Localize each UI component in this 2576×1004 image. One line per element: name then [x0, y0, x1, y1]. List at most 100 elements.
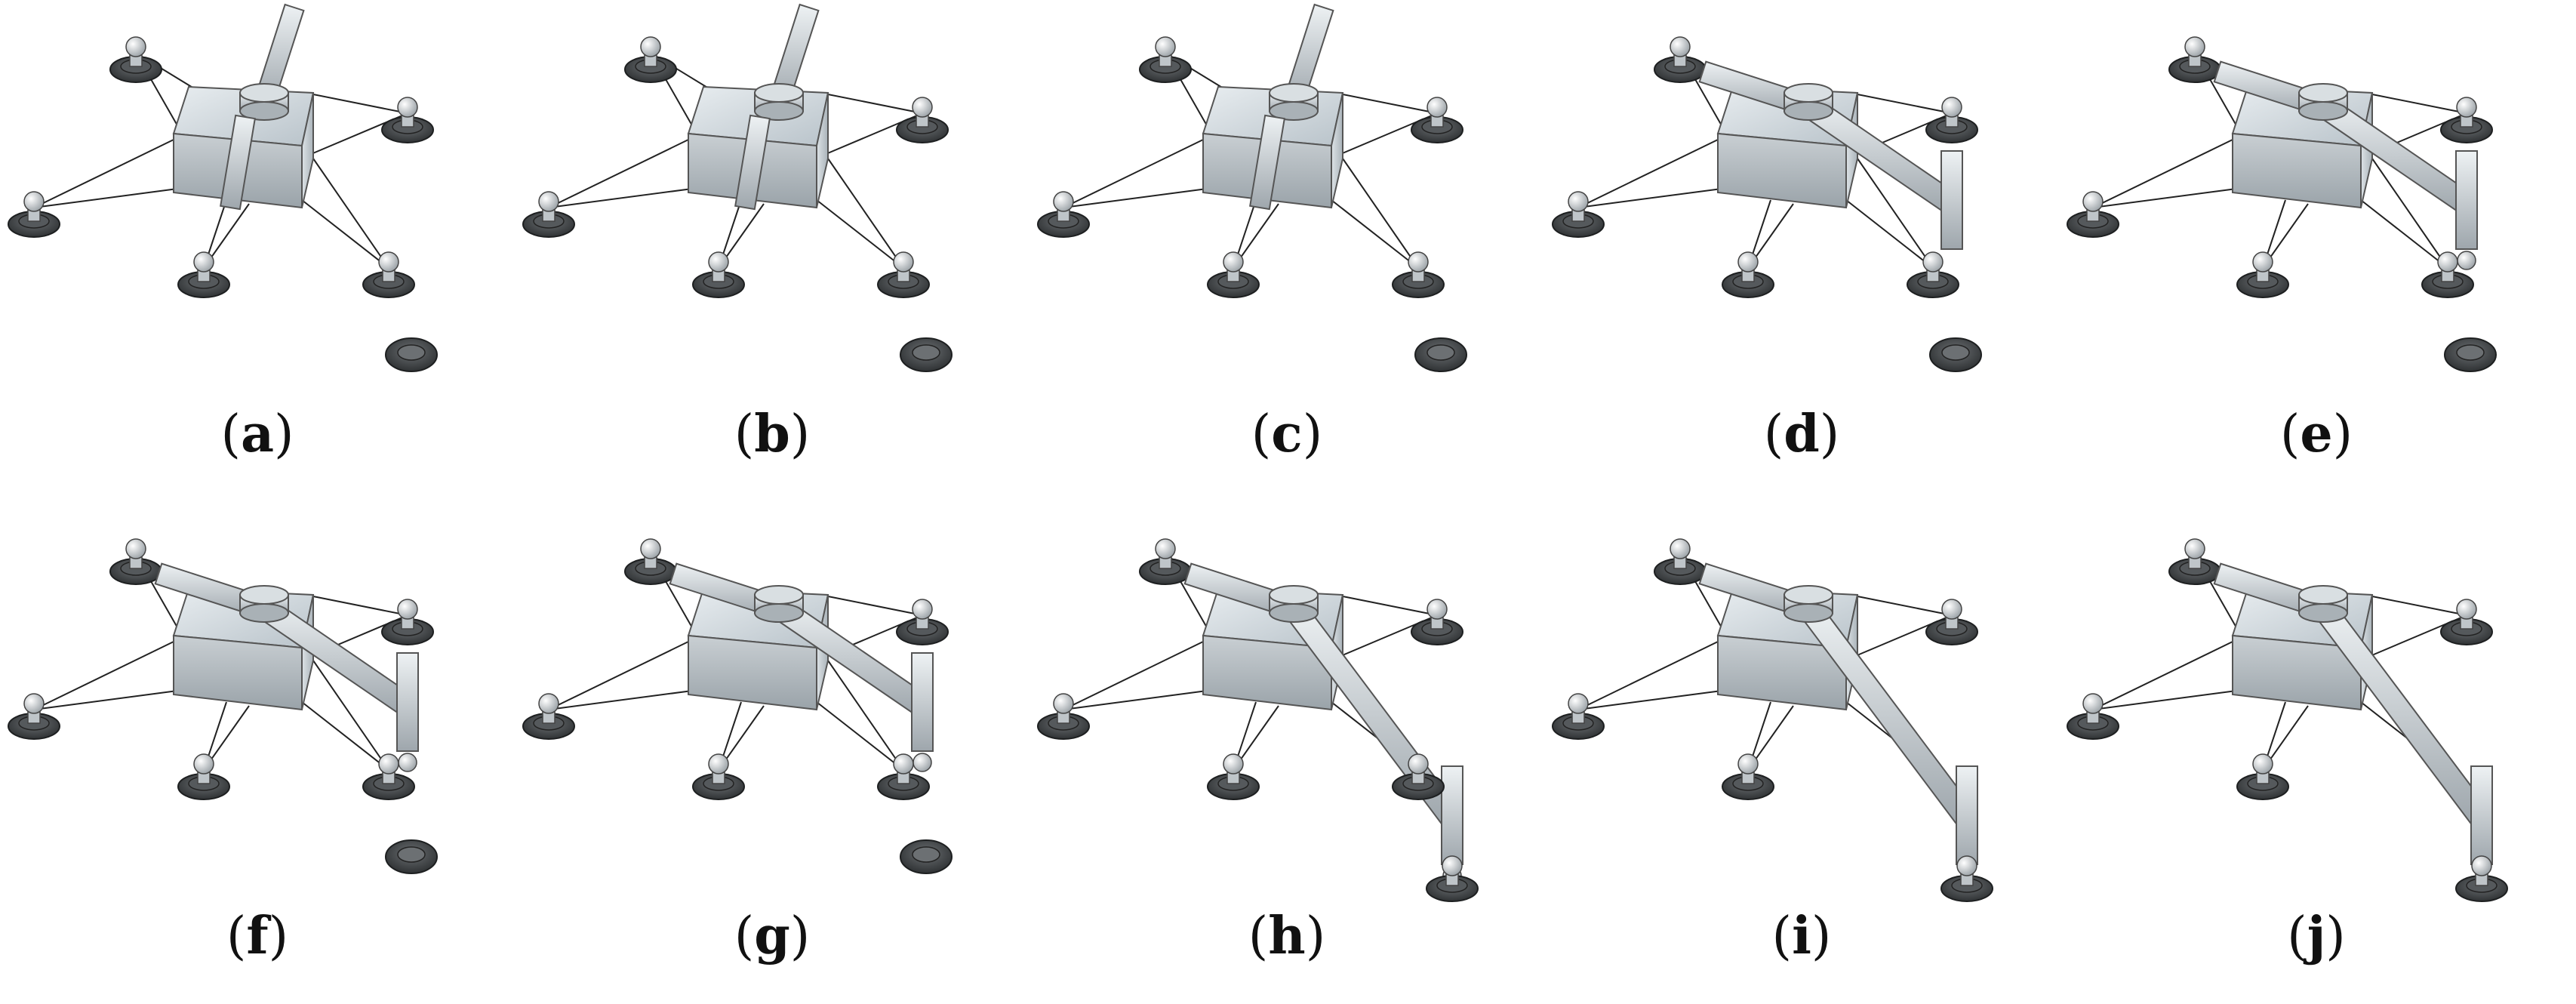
end-effector	[396, 652, 419, 752]
end-effector	[1956, 765, 1978, 865]
foot-front-right	[877, 251, 930, 298]
panel-label: b	[754, 404, 790, 464]
cable	[301, 199, 389, 269]
robot-scene	[2067, 538, 2508, 902]
target-pad	[385, 337, 438, 372]
cable	[1342, 94, 1438, 114]
cable	[1063, 690, 1208, 710]
cable	[33, 139, 174, 208]
end-effector	[2470, 765, 2493, 865]
foot-front-middle	[177, 753, 230, 800]
foot-back-left	[1139, 538, 1192, 585]
foot-front-middle	[1207, 753, 1260, 800]
robot-scene	[2067, 36, 2497, 372]
cable	[312, 596, 408, 616]
foot-front-right	[1907, 251, 1959, 298]
foot-front-right	[1392, 753, 1445, 800]
cable	[1577, 139, 1719, 208]
panel-b: (b)	[515, 0, 1029, 502]
panel-g: (g)	[515, 502, 1029, 1004]
turret	[1269, 83, 1319, 121]
foot-front-right	[362, 251, 415, 298]
cable	[2371, 596, 2467, 616]
foot-back-left	[1139, 36, 1192, 83]
target-pad	[900, 839, 953, 874]
robot-scene	[1037, 538, 1479, 902]
foot-back-left	[109, 36, 162, 83]
foot-front-left	[8, 693, 60, 740]
panel-label: f	[246, 906, 269, 966]
end-effector	[911, 652, 934, 752]
cable	[827, 158, 904, 269]
cable	[827, 596, 923, 616]
panel-e: (e)	[2059, 0, 2574, 502]
panel-caption: (c)	[1251, 404, 1323, 464]
foot-front-left	[1037, 191, 1090, 238]
turret	[2298, 585, 2348, 623]
cable	[1857, 94, 1953, 114]
robot-scene	[522, 3, 953, 372]
foot-back-left	[109, 538, 162, 585]
panel-label: d	[1784, 404, 1820, 464]
foot-front-left	[2067, 693, 2119, 740]
panel-label: j	[2307, 906, 2326, 966]
target-pad	[1929, 337, 1982, 372]
foot-front-left	[522, 191, 575, 238]
robot-scene	[522, 538, 953, 874]
foot-front-middle	[1722, 753, 1774, 800]
foot-back-left	[2168, 36, 2221, 83]
foot-front-left	[1037, 693, 1090, 740]
foot-front-middle	[692, 753, 745, 800]
panel-caption: (j)	[2287, 906, 2346, 966]
cable	[2360, 199, 2448, 269]
foot-back-right	[381, 599, 434, 645]
target-pad	[2444, 337, 2497, 372]
foot-front-left	[1552, 693, 1605, 740]
foot-front-middle	[692, 251, 745, 298]
panel-label: i	[1792, 906, 1811, 966]
foot-back-right	[381, 97, 434, 143]
cable	[1577, 641, 1719, 710]
foot-back-right	[2440, 97, 2493, 143]
gripper-joint	[913, 753, 932, 772]
cable	[1845, 199, 1934, 269]
end-effector	[1441, 765, 1463, 865]
foot-front-middle	[177, 251, 230, 298]
panel-a: (a)	[0, 0, 515, 502]
panel-caption: (e)	[2279, 404, 2353, 464]
cable	[827, 94, 923, 114]
foot-back-right	[1411, 599, 1463, 645]
foot-back-right	[896, 97, 949, 143]
turret	[2298, 83, 2348, 121]
cable	[1342, 158, 1419, 269]
panel-caption: (b)	[734, 404, 811, 464]
foot-front-right	[877, 753, 930, 800]
cable	[2092, 139, 2233, 208]
foot-back-left	[2168, 538, 2221, 585]
end-effector	[1940, 150, 1963, 250]
lower-arm	[220, 114, 256, 211]
panel-label: a	[240, 404, 275, 464]
foot-back-right	[1925, 599, 1978, 645]
cable	[548, 139, 689, 208]
moved-foot	[2455, 855, 2508, 902]
foot-front-right	[2421, 251, 2474, 298]
turret	[1784, 83, 1833, 121]
panel-caption: (g)	[734, 906, 811, 966]
foot-back-right	[1925, 97, 1978, 143]
turret	[239, 83, 289, 121]
cable	[548, 690, 693, 710]
panel-i: (i)	[1544, 502, 2059, 1004]
turret	[754, 585, 804, 623]
gripper-joint	[398, 753, 417, 772]
cable	[301, 701, 389, 771]
cable	[2371, 94, 2467, 114]
cable	[312, 158, 389, 269]
cable	[33, 641, 174, 710]
foot-back-left	[1654, 36, 1707, 83]
cable	[33, 690, 178, 710]
robot-scene	[1552, 36, 1982, 372]
cable	[1857, 158, 1934, 269]
cable	[312, 94, 408, 114]
cable	[1342, 596, 1438, 616]
